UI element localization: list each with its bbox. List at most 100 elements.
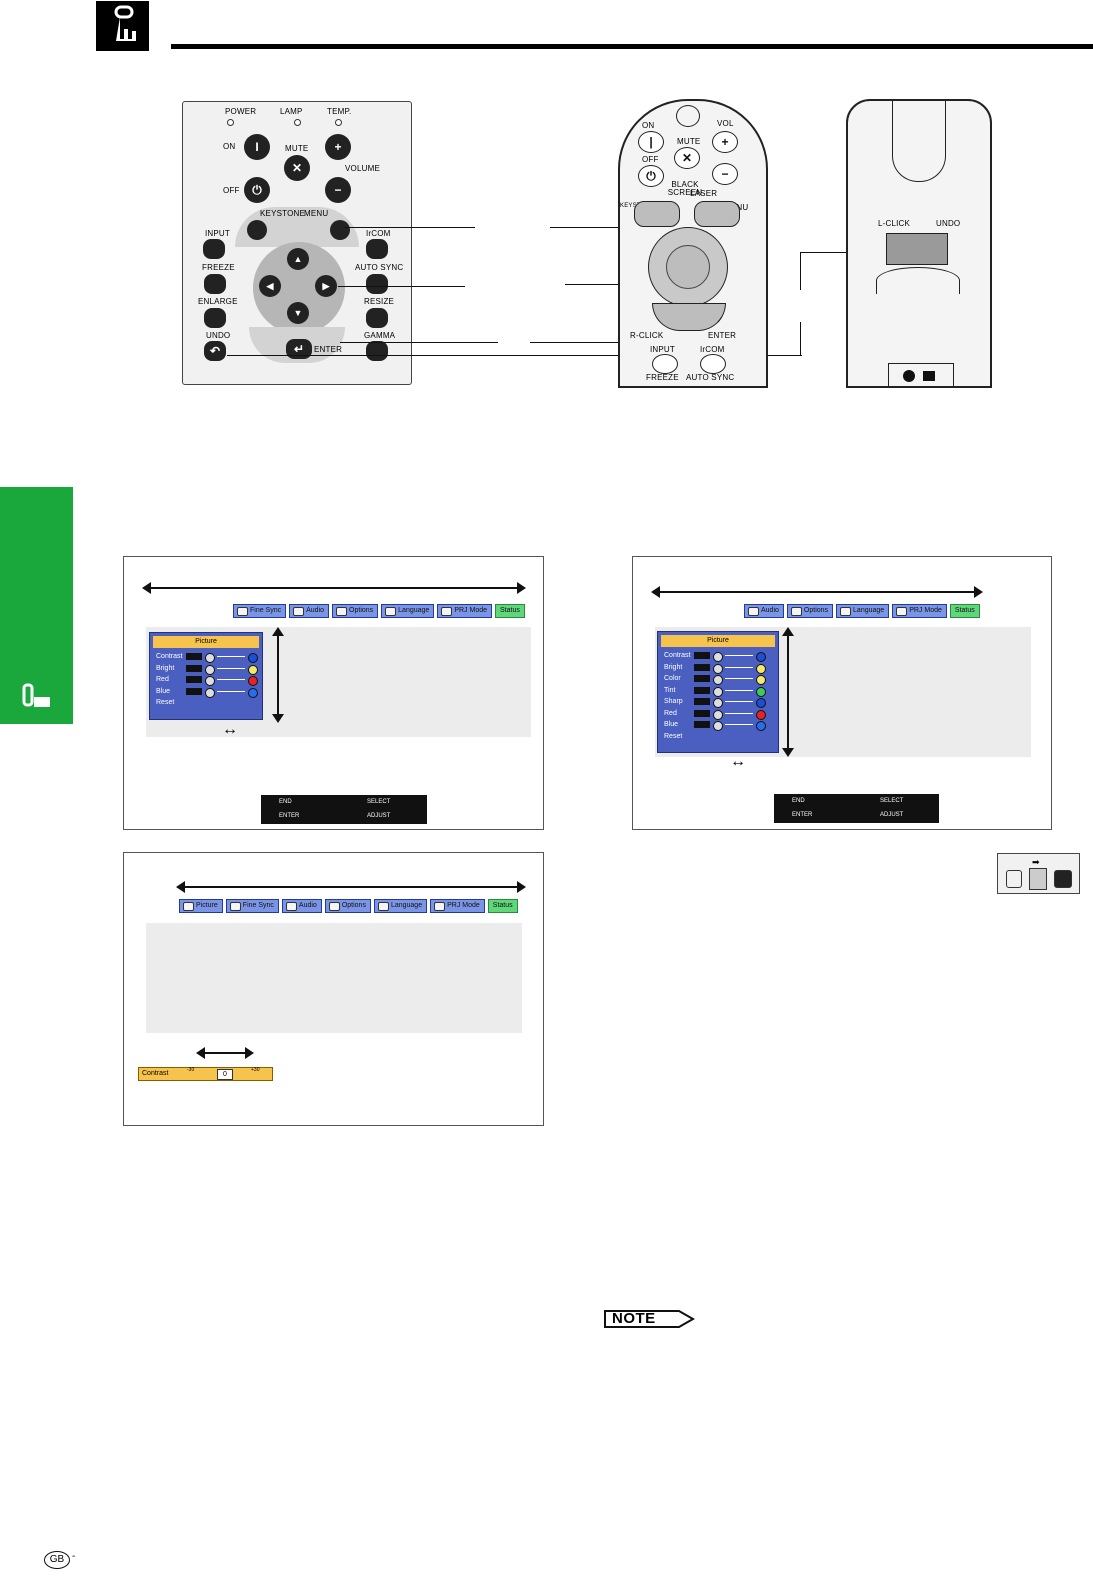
menu-row[interactable]: Bright [150,663,262,675]
remote-back-lclick-label: L-CLICK [878,219,911,228]
menu-row-icon [713,675,723,685]
remote-mute-button[interactable]: ✕ [674,147,700,169]
tab-language[interactable]: Language [381,604,435,618]
menu-row[interactable]: Contrast [150,651,262,663]
up-arrow-button[interactable]: ▲ [287,248,309,270]
menu-row-icon [713,721,723,731]
menu-row-value [694,686,710,694]
reset-row[interactable]: Reset [156,699,175,706]
tab-prj-mode[interactable]: PRJ Mode [437,604,492,618]
remote-vol-label: VOL [717,119,734,128]
vertical-double-arrow [272,627,284,723]
input-button[interactable] [203,239,225,259]
remote-directional-pad[interactable] [648,227,728,307]
guide-select: SELECT [367,799,391,805]
tab-fine-sync[interactable]: Fine Sync [225,899,279,913]
on-button[interactable]: I [244,134,270,160]
tab-language[interactable]: Language [836,604,890,618]
menu-row[interactable]: Contrast [658,650,778,662]
tab-options[interactable]: Options [324,899,371,913]
keystone-button[interactable] [247,220,267,240]
remote-rclick-enter-button[interactable] [652,303,726,331]
tab-audio[interactable]: Audio [744,604,784,618]
tab-status[interactable]: Status [487,899,518,913]
remote-off-button[interactable]: ⏻ [638,165,664,187]
tab-options[interactable]: Options [332,604,379,618]
menu-row-slider [725,701,753,702]
guide-end: END [792,798,805,804]
menu-row-label: Red [664,709,677,717]
lclick-callout-line-a [800,252,801,290]
autosync-label: AUTO SYNC [355,263,404,272]
reset-row[interactable]: Reset [664,732,683,740]
right-arrow-button[interactable]: ▶ [315,275,337,297]
menu-row-label: Red [156,676,169,683]
remote-vol-down-button[interactable]: − [712,163,738,185]
projector-control-panel: POWER LAMP TEMP. ON I MUTE ✕ + VOLUME OF… [182,101,412,385]
tab-audio[interactable]: Audio [281,899,322,913]
menu-row[interactable]: Blue [658,719,778,731]
menu-tabs: Audio Options Language PRJ Mode Status [744,604,980,618]
freeze-button[interactable] [204,274,226,294]
menu-row-color-icon [756,675,766,685]
autosync-button[interactable] [366,274,388,294]
remote-vol-up-button[interactable]: + [712,131,738,153]
lclick-button[interactable] [886,233,948,265]
menu-row-value [694,709,710,717]
menu-row-icon [713,698,723,708]
menu-row[interactable]: Red [150,674,262,686]
tab-language[interactable]: Language [373,899,428,913]
menu-row-color-icon [248,687,258,698]
remote-input-button[interactable] [652,354,678,374]
menu-row-value [186,687,202,695]
tab-picture[interactable]: Picture [179,899,223,913]
tab-status[interactable]: Status [495,604,525,618]
menu-row-label: Contrast [664,652,691,659]
menu-screen-2: Audio Options Language PRJ Mode Status P… [632,556,1052,830]
menu-row-icon [205,687,215,698]
menu-row[interactable]: Sharp [658,696,778,708]
enlarge-button[interactable] [204,308,226,328]
tab-prj-mode[interactable]: PRJ Mode [892,604,947,618]
resize-button[interactable] [366,308,388,328]
menu-row[interactable]: Color [658,673,778,685]
remote-freeze-label: FREEZE [646,373,679,382]
menu-button[interactable] [330,220,350,240]
left-arrow-button[interactable]: ◀ [259,275,281,297]
down-arrow-button[interactable]: ▼ [287,302,309,324]
menu-row[interactable]: Red [658,708,778,720]
volume-up-button[interactable]: + [325,134,351,160]
remote-ircom-button[interactable] [700,354,726,374]
off-button[interactable]: ⏻ [244,177,270,203]
screen-area [146,923,522,1033]
remote-menu-button[interactable] [694,201,740,227]
remote-ircom-label: IrCOM [700,345,725,354]
menu-row-label: Blue [664,721,679,728]
remote-on-button[interactable]: | [638,131,664,153]
menu-row[interactable]: Bright [658,662,778,674]
menu-row-color-icon [756,709,766,720]
gamma-button[interactable] [366,341,388,361]
menu-screen-1: Fine Sync Audio Options Language PRJ Mod… [123,556,544,830]
contrast-adjust-bar[interactable]: Contrast -30 +30 0 [138,1067,273,1081]
menu-row[interactable]: Tint [658,685,778,697]
tab-fine-sync[interactable]: Fine Sync [233,604,287,618]
section-sidebar [0,487,73,724]
remote-input-label: INPUT [650,345,675,354]
ircom-button[interactable] [366,239,388,259]
undo-button[interactable]: ↶ [204,341,226,361]
menu-row-label: Bright [664,663,683,671]
enter-button[interactable]: ↵ [286,339,312,359]
ircom-label: IrCOM [366,229,391,238]
tab-status[interactable]: Status [949,604,980,618]
remote-enter-callout-line [530,342,685,343]
mute-button[interactable]: ✕ [284,155,310,181]
volume-down-button[interactable]: − [325,177,351,203]
tab-prj-mode[interactable]: PRJ Mode [430,899,485,913]
remote-keystone-button[interactable] [634,201,680,227]
tab-options[interactable]: Options [786,604,834,618]
left-right-arrow-icon: ↔ [730,753,746,770]
tab-audio[interactable]: Audio [289,604,330,618]
menu-row[interactable]: Blue [150,686,262,698]
